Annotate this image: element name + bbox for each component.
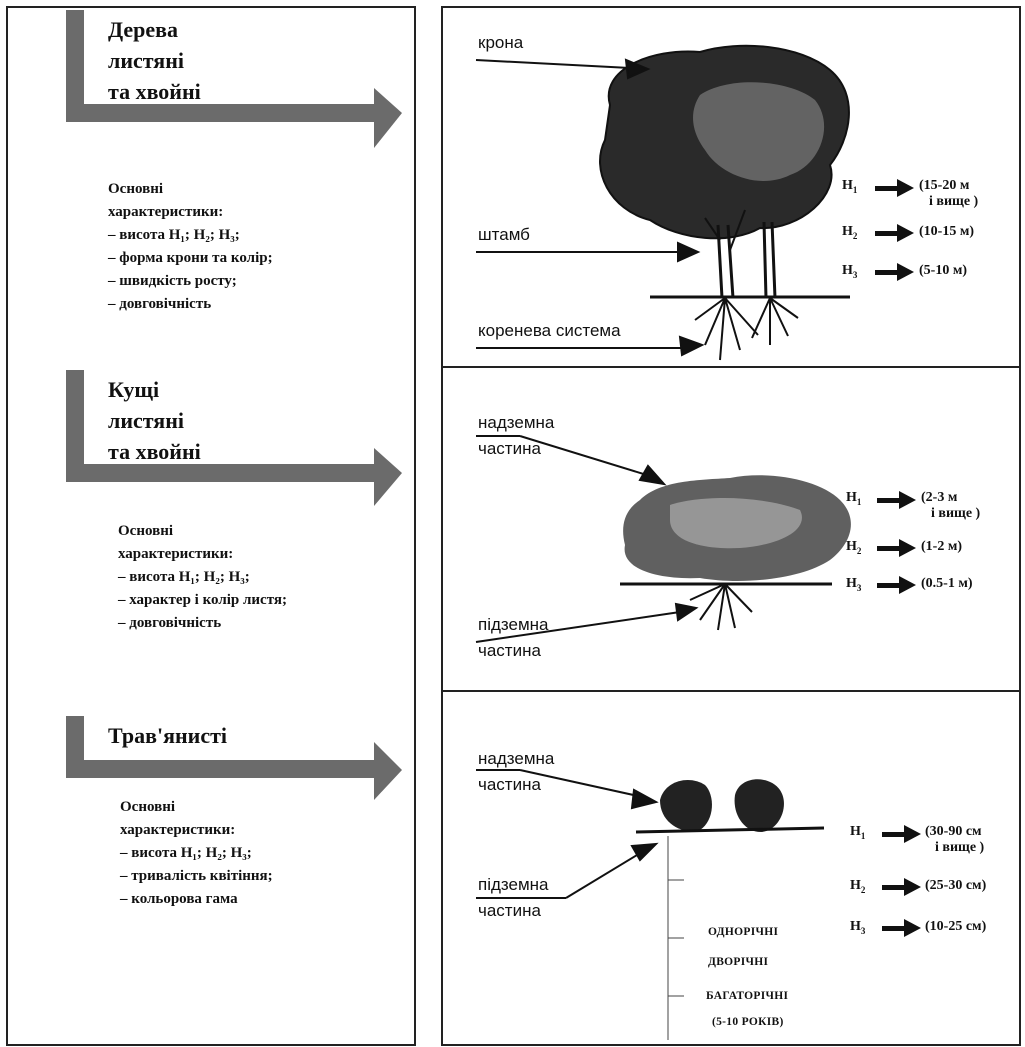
characteristic-item: – форма крони та колір;: [108, 250, 273, 266]
category-title-trees: Дерева листяні та хвойні: [108, 17, 201, 104]
label-root-system: коренева система: [478, 321, 621, 340]
shrub-h3-arrow: [877, 576, 916, 594]
arrow-1-stem: [66, 10, 84, 122]
arrow-2-shaft: [66, 464, 376, 482]
characteristics-herbs: Основні характеристики: – висота H₁; H₂;…: [120, 796, 273, 911]
tree-height-h2-value: (10-15 м): [919, 224, 975, 239]
duration-perennial-years: (5-10 РОКІВ): [712, 1016, 784, 1028]
characteristic-item: – висота H₁; H₂; H₃;: [108, 227, 240, 243]
shrub-height-h2-value: (1-2 м): [921, 539, 963, 554]
shrub-illustration: [620, 475, 851, 631]
characteristics-head: Основні: [118, 523, 174, 539]
tree-illustration: [599, 44, 850, 361]
duration-annual: ОДНОРІЧНІ: [708, 926, 779, 938]
shrub-height-h1: H1: [846, 490, 862, 507]
characteristic-item: – кольорова гама: [120, 891, 238, 907]
characteristic-item: – висота H₁; H₂; H₃;: [118, 569, 250, 585]
duration-biennial: ДВОРІЧНІ: [708, 956, 769, 968]
herb-height-h1-value: (30-90 см і вище ): [925, 824, 985, 855]
characteristics-head: характеристики:: [118, 546, 234, 562]
herb-height-h3: H3: [850, 919, 866, 936]
label-herb-below: підземна частина: [478, 875, 549, 920]
tree-height-h2: H2: [842, 224, 858, 241]
tree-height-h1: H1: [842, 178, 858, 195]
characteristic-item: – довговічність: [108, 296, 212, 312]
label-shrub-below: підземна частина: [478, 615, 549, 660]
characteristics-head: Основні: [120, 799, 176, 815]
category-title-herbs: Трав'янисті: [108, 723, 228, 748]
arrow-2-stem: [66, 370, 84, 482]
characteristics-head: характеристики:: [108, 204, 224, 220]
arrow-1-shaft: [66, 104, 376, 122]
characteristics-head: Основні: [108, 181, 164, 197]
shrub-height-h3-value: (0.5-1 м): [921, 576, 973, 591]
herb-height-h2-value: (25-30 см): [925, 878, 987, 893]
label-herb-above: надземна частина: [478, 749, 555, 794]
herb-h2-arrow: [882, 878, 921, 896]
tree-h2-arrow: [875, 224, 914, 242]
label-crown: крона: [478, 33, 524, 52]
arrow-3-shaft: [66, 760, 376, 778]
label-shrub-above: надземна частина: [478, 413, 555, 458]
herb-height-h2: H2: [850, 878, 866, 895]
shrub-height-h1-value: (2-3 м і вище ): [921, 490, 981, 521]
label-trunk: штамб: [478, 225, 530, 244]
left-panel: [6, 6, 416, 1046]
tree-height-h3-value: (5-10 м): [919, 263, 968, 278]
height-arrows: [875, 179, 921, 937]
herb-h3-arrow: [882, 919, 921, 937]
herb-h1-arrow: [882, 825, 921, 843]
tree-height-h3: H3: [842, 263, 858, 280]
arrow-3-head: [374, 742, 402, 800]
characteristic-item: – швидкість росту;: [108, 273, 237, 289]
characteristic-item: – висота H₁; H₂; H₃;: [120, 845, 252, 861]
arrow-2-head: [374, 448, 402, 506]
characteristic-item: – характер і колір листя;: [118, 592, 287, 608]
divider-shrubs-herbs: [441, 690, 1021, 692]
shrub-h2-arrow: [877, 539, 916, 557]
arrow-1-head: [374, 88, 402, 148]
characteristics-head: характеристики:: [120, 822, 236, 838]
tree-h3-arrow: [875, 263, 914, 281]
duration-perennial: БАГАТОРІЧНІ: [706, 990, 789, 1002]
tree-height-h1-value: (15-20 м і вище ): [919, 178, 979, 209]
shrub-height-h2: H2: [846, 539, 862, 556]
herb-illustration: [635, 779, 825, 1040]
tree-h1-arrow: [875, 179, 914, 197]
characteristics-shrubs: Основні характеристики: – висота H₁; H₂;…: [118, 520, 287, 635]
divider-trees-shrubs: [441, 366, 1021, 368]
shrub-height-h3: H3: [846, 576, 862, 593]
shrub-h1-arrow: [877, 491, 916, 509]
category-title-shrubs: Кущі листяні та хвойні: [108, 377, 201, 464]
characteristics-trees: Основні характеристики: – висота H₁; H₂;…: [108, 178, 273, 316]
right-panel: [441, 6, 1021, 1046]
characteristic-item: – довговічність: [118, 615, 222, 631]
characteristic-item: – тривалість квітіння;: [120, 868, 273, 884]
herb-height-h3-value: (10-25 см): [925, 919, 987, 934]
herb-height-h1: H1: [850, 824, 866, 841]
